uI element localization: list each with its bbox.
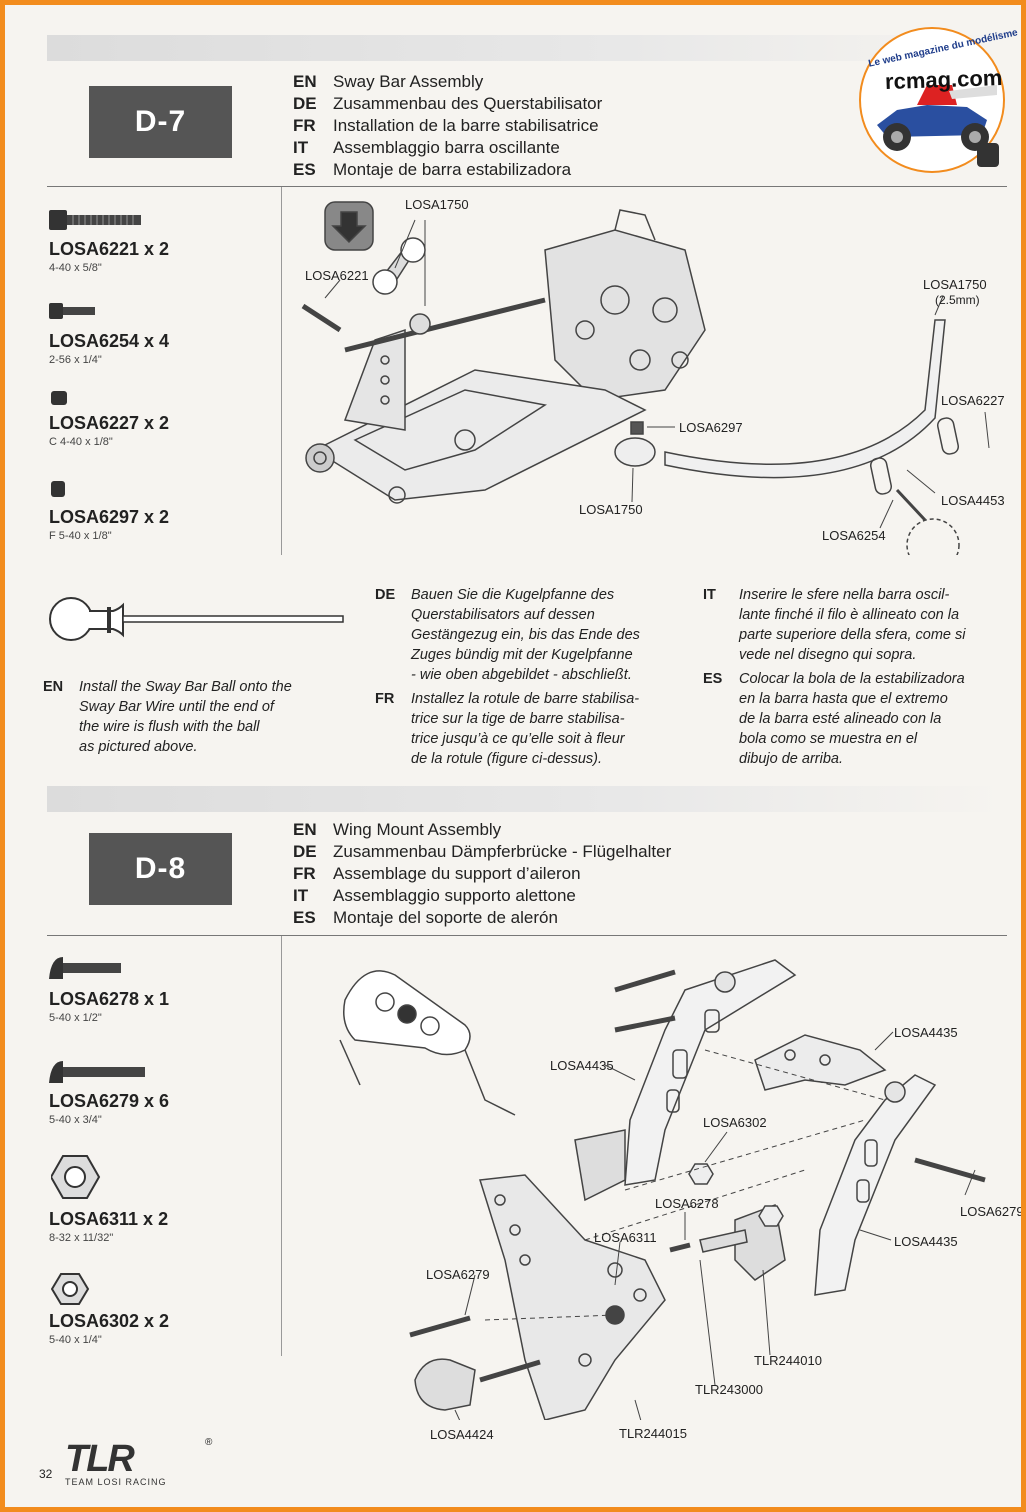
registered-mark: ® (205, 1437, 213, 1448)
note-it: IT Inserire le sfere nella barra oscil- … (703, 587, 966, 663)
note-en: EN Install the Sway Bar Ball onto the Sw… (43, 679, 292, 755)
part-item: LOSA6302 x 2 5-40 x 1/4" (49, 1311, 170, 1346)
screw-icon (49, 303, 95, 319)
callout-label: LOSA4435 (894, 1025, 958, 1040)
page-number: 32 (39, 1467, 53, 1481)
button-head-screw-icon (49, 1061, 145, 1083)
set-screw-icon (51, 391, 67, 405)
part-item: LOSA6254 x 4 2-56 x 1/4" (49, 331, 170, 366)
part-item: LOSA6297 x 2 F 5-40 x 1/8" (49, 507, 170, 542)
callout-label: LOSA6221 (305, 268, 369, 283)
callout-label: LOSA6311 (594, 1230, 657, 1245)
callout-label: LOSA1750 (923, 277, 987, 292)
wing-mount-assembly-diagram (339, 959, 986, 1420)
rcmag-logo-icon (859, 27, 1005, 173)
divider (47, 186, 1007, 187)
part-item: LOSA6311 x 2 8-32 x 11/32" (49, 1209, 169, 1244)
part-item: LOSA6279 x 6 5-40 x 3/4" (49, 1091, 170, 1126)
tlr-logo: TLR TEAM LOSI RACING (65, 1438, 167, 1487)
button-head-screw-icon (49, 957, 121, 979)
callout-label: LOSA4424 (430, 1427, 494, 1442)
callout-label: LOSA6302 (703, 1115, 767, 1130)
callout-label: LOSA6278 (655, 1196, 719, 1211)
part-item: LOSA6221 x 2 4-40 x 5/8" (49, 239, 170, 274)
callout-label: LOSA4435 (550, 1058, 614, 1073)
screw-icon (49, 210, 141, 230)
set-screw-icon (51, 481, 65, 497)
section-band-d8 (47, 786, 1007, 812)
divider (281, 936, 282, 1356)
callout-label: LOSA4453 (941, 493, 1005, 508)
callout-label: (2.5mm) (935, 293, 980, 307)
callout-label: LOSA6297 (679, 420, 743, 435)
part-item: LOSA6227 x 2 C 4-40 x 1/8" (49, 413, 170, 448)
sway-bar-assembly-diagram (301, 201, 990, 555)
divider (47, 935, 1007, 936)
note-es: ES Colocar la bola de la estabilizadora … (703, 671, 965, 767)
callout-label: LOSA4435 (894, 1234, 958, 1249)
callout-label: TLR244015 (619, 1426, 687, 1441)
lock-nut-icon (51, 1155, 101, 1199)
callout-label: LOSA6279 (426, 1267, 490, 1282)
callout-label: LOSA1750 (579, 502, 643, 517)
lock-nut-icon (51, 1273, 90, 1305)
rcmag-site-text: rcmag.com (884, 64, 1003, 95)
note-de: DE Bauen Sie die Kugelpfanne des Quersta… (375, 587, 640, 683)
callout-label: LOSA6254 (822, 528, 886, 543)
callout-label: TLR244010 (754, 1353, 822, 1368)
rcmag-watermark (857, 25, 1007, 175)
divider (281, 187, 282, 555)
callout-label: LOSA1750 (405, 197, 469, 212)
step-box-d7: D-7 (89, 86, 232, 158)
section-band-d7 (47, 35, 1007, 61)
callout-label: TLR243000 (695, 1382, 763, 1397)
callout-label: LOSA6227 (941, 393, 1005, 408)
step-box-d8: D-8 (89, 833, 232, 905)
sway-bar-ball-illustration (49, 597, 344, 641)
callout-label: LOSA6279 (960, 1204, 1024, 1219)
note-fr: FR Installez la rotule de barre stabilis… (375, 691, 640, 767)
part-item: LOSA6278 x 1 5-40 x 1/2" (49, 989, 170, 1024)
